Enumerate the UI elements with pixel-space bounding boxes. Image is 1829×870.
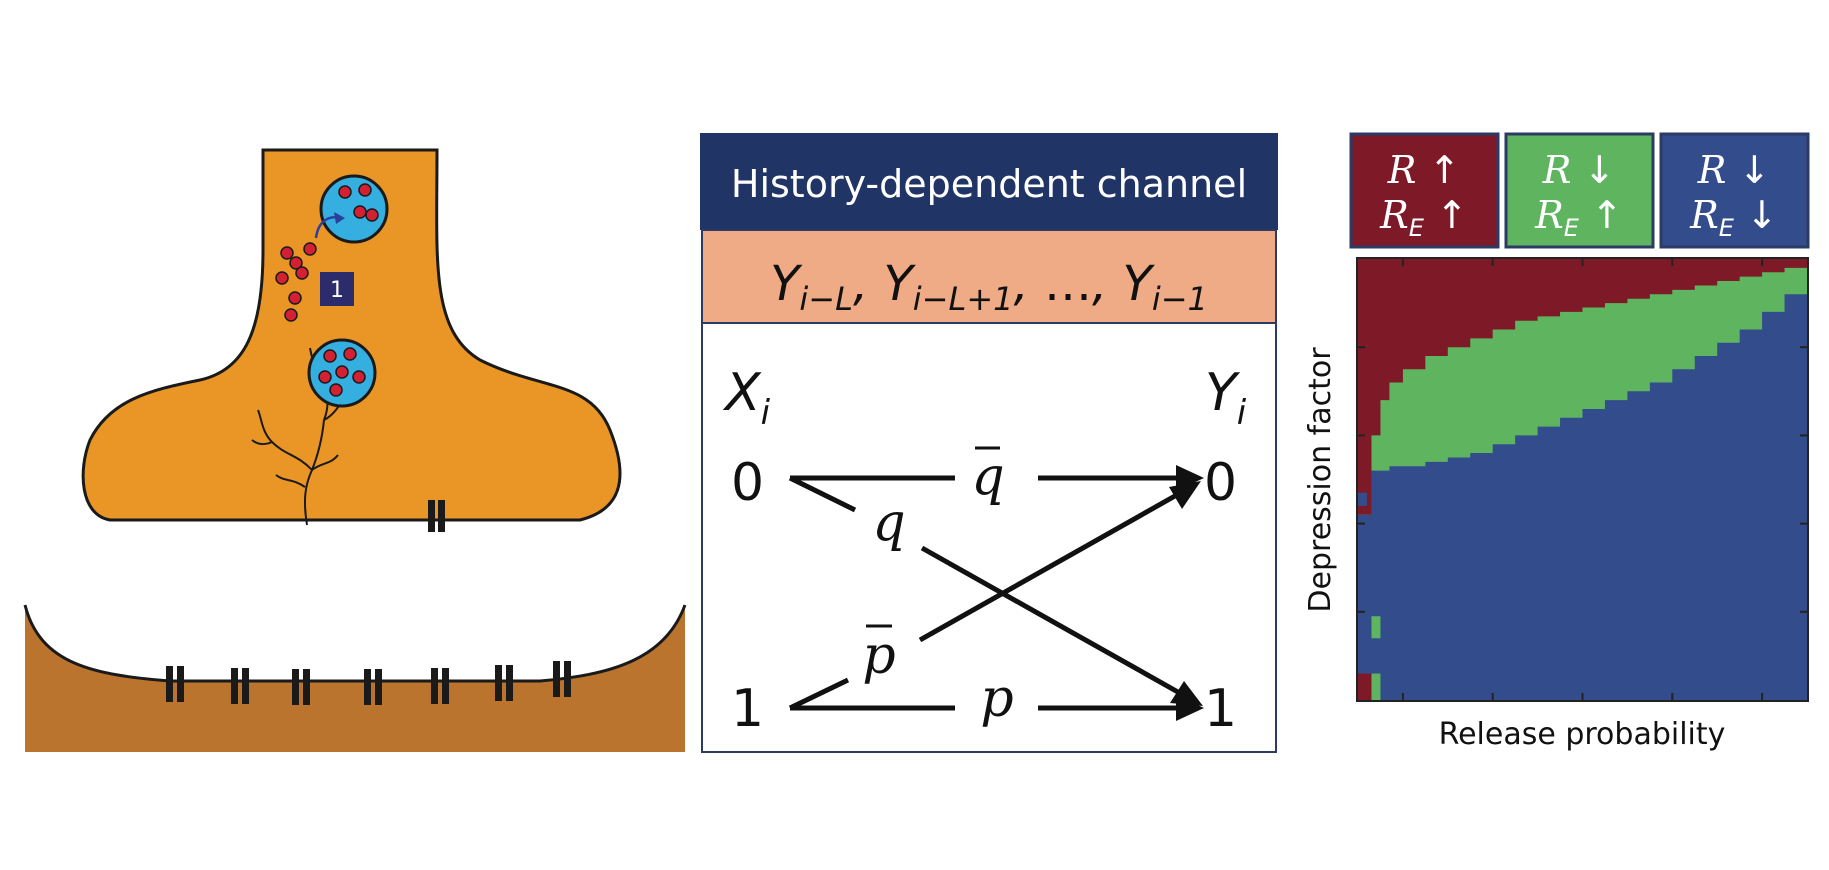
- svg-text:RE ↑: RE ↑: [1379, 193, 1468, 242]
- arrow-1-to-0-upper: [918, 489, 1184, 643]
- region-edge-red: [1358, 673, 1372, 700]
- history-ellipsis: …: [1044, 256, 1092, 312]
- region-edge-blue: [1358, 492, 1367, 506]
- docked-vesicle: [307, 338, 377, 408]
- legend-item-green: R ↓ RE ↑: [1504, 132, 1655, 249]
- heatmap-regions: [1358, 259, 1807, 700]
- receptor: [231, 668, 249, 704]
- history-y1: Y: [770, 256, 803, 312]
- svg-text:q: q: [971, 447, 1004, 507]
- region-edge-green-2: [1371, 616, 1381, 639]
- receptor: [292, 669, 310, 705]
- svg-text:RE ↑: RE ↑: [1534, 193, 1623, 242]
- history-sub1: i−L: [799, 280, 853, 318]
- transition-arrows: [788, 475, 1187, 711]
- q-label: q: [872, 493, 905, 553]
- svg-text:RE ↓: RE ↓: [1689, 193, 1778, 242]
- x-axis-label: Release probability: [1439, 717, 1726, 752]
- input-zero: 0: [731, 453, 764, 513]
- region-r-down-re-down: [1358, 294, 1807, 700]
- refilling-vesicle: [319, 174, 389, 244]
- postsynaptic-membrane: [25, 605, 685, 752]
- svg-text:R ↓: R ↓: [1697, 148, 1771, 192]
- p-label: p: [980, 669, 1013, 729]
- presynaptic-terminal: [81, 148, 622, 522]
- region-edge-green: [1371, 673, 1381, 700]
- synapse-illustration: 1: [23, 148, 687, 752]
- release-site-channel: [428, 500, 445, 532]
- p-bar-label: p: [862, 624, 896, 686]
- receptor: [166, 666, 184, 702]
- arrowheads: [1169, 465, 1204, 721]
- history-y3: Y: [1123, 256, 1156, 312]
- legend-item-blue: R ↓ RE ↓: [1659, 132, 1810, 249]
- receptor: [553, 661, 571, 697]
- q-bar-label: q: [971, 446, 1005, 507]
- free-transmitters: [275, 242, 317, 322]
- arrow-1-to-0-lower: [788, 677, 850, 711]
- receptor: [431, 668, 449, 704]
- output-zero: 0: [1204, 453, 1237, 513]
- history-sub2: i−L+1: [913, 280, 1014, 318]
- legend-item-red: R ↑ RE ↑: [1349, 132, 1500, 249]
- refill-arrow: [314, 212, 345, 239]
- vesicle-count-label: 1: [330, 278, 344, 303]
- history-sub3: i−1: [1152, 280, 1208, 318]
- legend: R ↑ RE ↑ R ↓ RE ↑ R ↓ RE ↓: [1349, 132, 1810, 249]
- output-label: Yi: [1205, 363, 1247, 433]
- arrow-0-to-1-upper: [788, 475, 857, 513]
- history-y2: Y: [883, 256, 916, 312]
- svg-text:R ↓: R ↓: [1542, 148, 1616, 192]
- channel-title: History-dependent channel: [731, 162, 1247, 206]
- history-sequence: Yi−L, Yi−L+1, …, Yi−1: [770, 256, 1208, 318]
- channel-diagram: History-dependent channel Yi−L, Yi−L+1, …: [700, 133, 1278, 753]
- receptor: [364, 669, 382, 705]
- y-axis-label: Depression factor: [1303, 347, 1338, 613]
- heatmap-chart: Release probability Depression factor: [1303, 257, 1809, 752]
- receptor: [495, 665, 513, 701]
- output-one: 1: [1204, 679, 1237, 739]
- receptors: [166, 661, 571, 705]
- input-one: 1: [731, 679, 764, 739]
- input-label: Xi: [722, 363, 771, 433]
- channel-body: [701, 322, 1277, 753]
- postsynaptic-outline: [23, 604, 687, 683]
- vesicle-count-badge: 1: [320, 272, 354, 306]
- svg-text:R ↑: R ↑: [1387, 148, 1461, 192]
- svg-text:p: p: [862, 626, 895, 686]
- axis-ticks: [1357, 258, 1808, 701]
- arrow-0-to-1-lower: [920, 545, 1187, 699]
- history-bar: [701, 229, 1277, 324]
- channel-title-bar: [700, 133, 1278, 230]
